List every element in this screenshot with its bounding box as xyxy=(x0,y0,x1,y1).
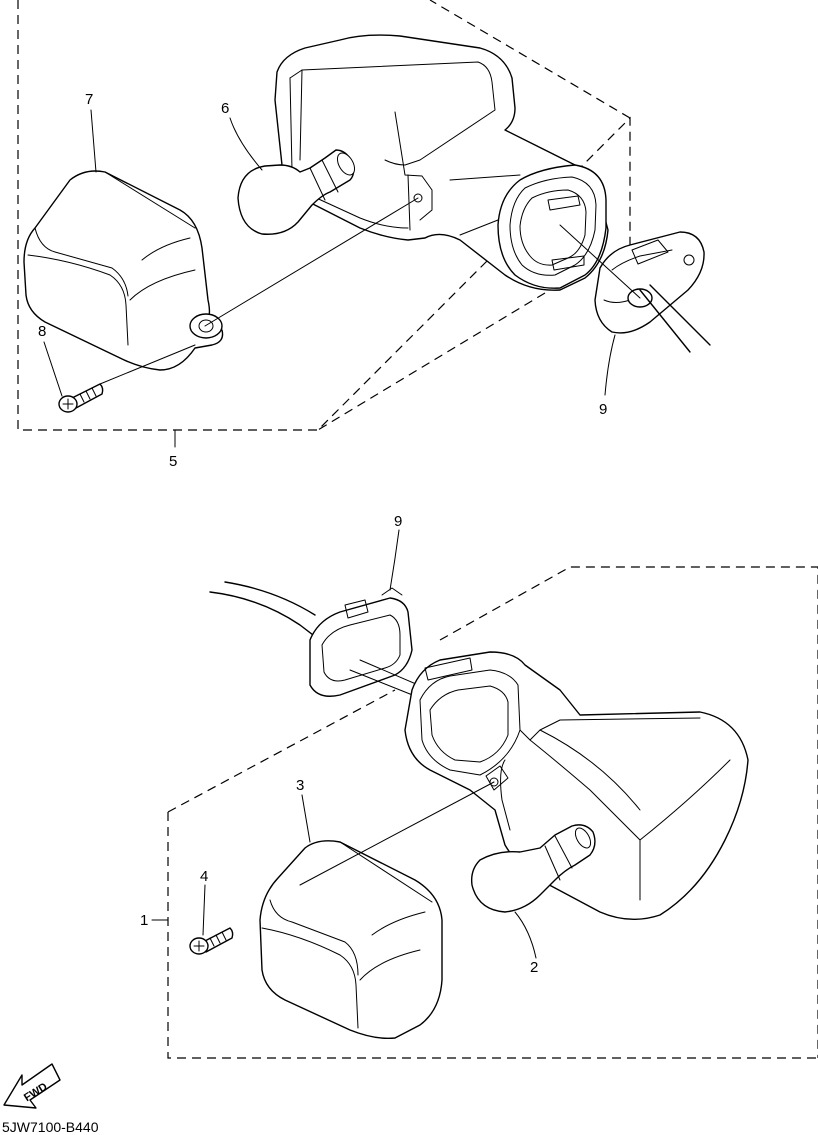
callout-6: 6 xyxy=(221,100,229,117)
callout-1: 1 xyxy=(140,912,148,929)
diagram-code: 5JW7100-B440 xyxy=(2,1119,99,1135)
socket-grommet-bottom xyxy=(309,587,413,697)
callout-9-top: 9 xyxy=(599,401,607,418)
assembly-boundary-top xyxy=(17,0,631,431)
bulb-top xyxy=(237,149,356,235)
lens-bottom xyxy=(259,840,443,1040)
lens-top xyxy=(23,170,224,371)
callout-9-bottom: 9 xyxy=(394,513,402,530)
callout-2: 2 xyxy=(530,959,538,976)
flasher-body-bottom xyxy=(404,651,749,920)
callout-4: 4 xyxy=(200,868,208,885)
callout-8: 8 xyxy=(38,323,46,340)
flasher-body-top xyxy=(274,34,609,291)
screw-top xyxy=(58,383,104,413)
rear-flasher-assembly-top xyxy=(17,0,711,431)
bulb-bottom xyxy=(470,824,596,913)
callout-3: 3 xyxy=(296,777,304,794)
socket-grommet-top xyxy=(594,231,711,353)
screw-bottom xyxy=(189,927,234,955)
callout-7: 7 xyxy=(85,91,93,108)
fwd-arrow-icon: FWD xyxy=(3,1063,61,1109)
front-flasher-assembly-bottom xyxy=(167,566,818,1059)
callout-5: 5 xyxy=(169,453,177,470)
